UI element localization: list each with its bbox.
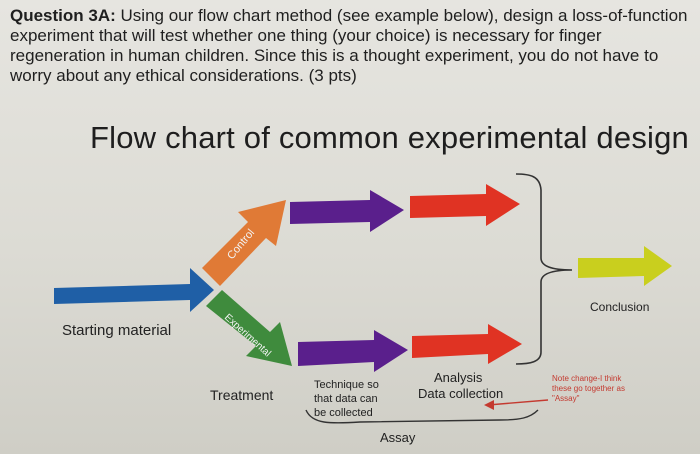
treatment-label: Treatment <box>210 387 274 403</box>
data-collection-label: Data collection <box>418 386 504 401</box>
note-line-3: "Assay" <box>552 394 580 403</box>
purple-arrow-lower <box>298 330 408 372</box>
teacher-note: Note change-I think these go together as… <box>552 374 625 404</box>
assay-label: Assay <box>380 430 416 445</box>
conclusion-arrow <box>578 246 672 286</box>
assay-brace <box>305 409 539 424</box>
note-arrow-line <box>487 399 549 406</box>
note-line-1: Note change-I think <box>552 374 622 383</box>
conclusion-label: Conclusion <box>590 300 650 314</box>
question-body: Using our flow chart method (see example… <box>10 6 688 85</box>
question-label: Question 3A: <box>10 6 116 25</box>
note-line-2: these go together as <box>552 384 625 393</box>
starting-arrow <box>54 268 214 312</box>
technique-line-2: that data can <box>314 393 378 405</box>
experimental-arrow <box>206 290 292 366</box>
note-arrow-head <box>484 400 494 410</box>
slide-title: Flow chart of common experimental design <box>90 120 689 155</box>
red-arrow-upper <box>410 184 520 226</box>
technique-line-3: be collected <box>314 407 373 419</box>
red-arrow-lower <box>412 324 522 364</box>
bracket <box>515 173 573 365</box>
technique-line-1: Technique so <box>314 379 379 391</box>
analysis-label: Analysis <box>434 370 483 385</box>
starting-material-label: Starting material <box>62 322 172 339</box>
purple-arrow-upper <box>290 190 404 232</box>
technique-label: Technique so that data can be collected <box>314 378 379 420</box>
question-text: Question 3A: Using our flow chart method… <box>10 6 690 86</box>
control-arrow <box>202 200 286 286</box>
